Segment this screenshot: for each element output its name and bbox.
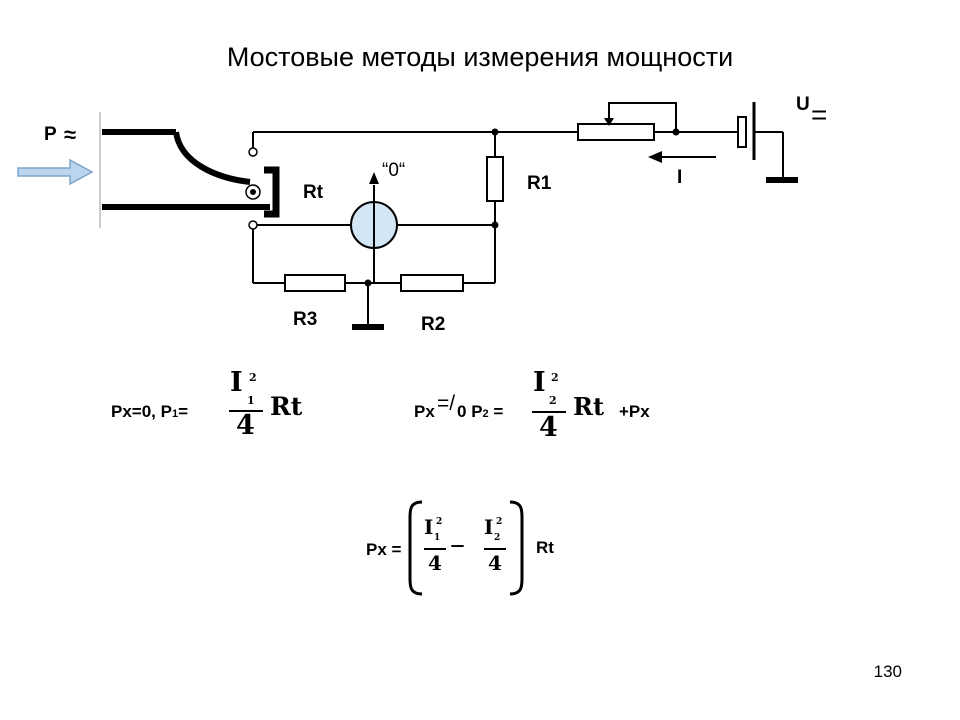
r1-resistor bbox=[486, 156, 504, 202]
formula-p1-prefix: Px=0, P bbox=[111, 402, 172, 421]
r3-resistor bbox=[284, 274, 346, 292]
r2-label: R2 bbox=[421, 314, 446, 335]
formula-px-brackets bbox=[408, 500, 524, 596]
formula-px-a-sup: 2 bbox=[436, 517, 443, 527]
formula-px-a-sub: 1 bbox=[434, 533, 441, 543]
formula-px-b-sup: 2 bbox=[496, 517, 503, 527]
current-arrow-icon bbox=[648, 151, 716, 163]
r3-label: R3 bbox=[293, 309, 318, 330]
formula-p1-fraction-bar bbox=[229, 410, 263, 412]
formula-p2-subscript: 2 bbox=[482, 408, 489, 420]
r2-resistor bbox=[400, 274, 464, 292]
formula-p2-fraction-bar bbox=[532, 411, 566, 413]
formula-p2-plus-px: +Px bbox=[619, 402, 650, 421]
input-arrow-icon bbox=[17, 158, 94, 186]
rheostat-resistor bbox=[577, 123, 655, 141]
formula-p1-rt: Rt bbox=[270, 392, 303, 421]
formula-p2-num-sub: 2 bbox=[549, 394, 557, 407]
page-number: 130 bbox=[873, 662, 902, 681]
waveguide bbox=[99, 112, 280, 228]
formula-px-a-numerator: I bbox=[424, 515, 434, 539]
dc-symbol: = bbox=[811, 99, 828, 130]
formula-p1-denominator: 4 bbox=[236, 410, 255, 441]
formula-px-rt: Rt bbox=[536, 538, 554, 557]
formula-px-prefix: Px = bbox=[366, 540, 402, 559]
formula-px-b-numerator: I bbox=[484, 515, 494, 539]
formula-px-minus: – bbox=[450, 527, 465, 562]
formula-px-a-denominator: 4 bbox=[428, 551, 442, 575]
rt-label: Rt bbox=[303, 182, 324, 203]
formula-p1-num-sup: 2 bbox=[249, 371, 257, 384]
formula-px-b-denominator: 4 bbox=[488, 551, 502, 575]
junction-dots bbox=[364, 128, 499, 287]
rheostat-slider-icon bbox=[604, 118, 614, 126]
formula-p2-num-sup: 2 bbox=[551, 371, 559, 384]
battery-icon bbox=[737, 102, 756, 160]
formula-p2-numerator: I bbox=[533, 367, 546, 398]
voltage-label: U bbox=[796, 94, 810, 115]
formula-p2-equals: = bbox=[493, 402, 504, 421]
rt-terminal bbox=[245, 147, 261, 230]
galvanometer-icon bbox=[350, 172, 398, 249]
formula-px-a-fraction-bar bbox=[424, 548, 446, 550]
formula-p1-subscript: 1 bbox=[171, 408, 179, 420]
formula-p2-not-equal: =/ bbox=[437, 392, 456, 415]
zero-reading-label: “0“ bbox=[382, 160, 406, 181]
formula-px-b-fraction-bar bbox=[484, 548, 506, 550]
formula-p2-zero: 0 bbox=[457, 402, 467, 421]
formula-p1-equals: = bbox=[178, 402, 189, 421]
input-power-label: P bbox=[44, 124, 57, 145]
formula-p2-rt: Rt bbox=[573, 392, 605, 421]
slide-title: Мостовые методы измерения мощности bbox=[226, 42, 734, 72]
formula-px-b-sub: 2 bbox=[494, 533, 501, 543]
circuit-wires bbox=[252, 102, 784, 325]
r1-label: R1 bbox=[527, 173, 552, 194]
input-ac-symbol: ≈ bbox=[64, 122, 77, 147]
formula-p1-num-sub: 1 bbox=[247, 394, 255, 407]
formula-p2-prefix: Px bbox=[414, 402, 435, 421]
formula-p1-numerator: I bbox=[230, 367, 243, 398]
current-label: I bbox=[677, 167, 683, 188]
formula-p2-p: P bbox=[471, 402, 483, 421]
formula-p2-denominator: 4 bbox=[539, 412, 558, 443]
